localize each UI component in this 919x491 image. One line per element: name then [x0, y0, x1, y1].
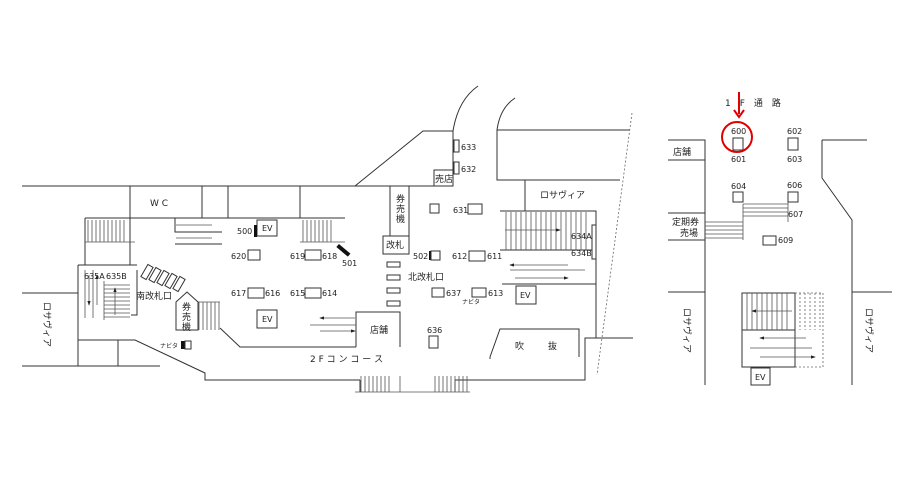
- atrium-label-2: 抜: [548, 340, 557, 352]
- spot-609[interactable]: 609: [778, 236, 793, 245]
- wc-label: W C: [150, 199, 168, 209]
- ev-label: EV: [262, 315, 273, 324]
- shop-label-1f: 店舗: [673, 146, 691, 158]
- spot-632[interactable]: 632: [461, 165, 476, 174]
- spot-635A[interactable]: 635A: [84, 272, 105, 281]
- gate-label: 改札: [386, 239, 404, 251]
- spot-604[interactable]: 604: [731, 182, 746, 191]
- ticket-machine-south: [175, 291, 199, 331]
- spot-636[interactable]: 636: [427, 326, 442, 335]
- spot-numbers: 500 501 502 620 619 618 617 616 615 614 …: [84, 127, 803, 335]
- ticket-machine-label-north: 券売機: [394, 193, 405, 224]
- commuter-pass-label-2: 売場: [680, 227, 698, 239]
- north-gate-label: 北改札口: [408, 271, 444, 283]
- highlight-marker-600: [721, 92, 753, 153]
- spot-603[interactable]: 603: [787, 155, 802, 164]
- rosavia-label-1f-right: ロサヴィア: [863, 308, 875, 353]
- spot-633[interactable]: 633: [461, 143, 476, 152]
- escalator-arrows: [87, 228, 585, 333]
- spot-607[interactable]: 607: [788, 210, 803, 219]
- elevators: EV EV EV EV: [256, 219, 771, 386]
- spot-634B[interactable]: 634B: [571, 249, 592, 258]
- spot-500[interactable]: 500: [237, 227, 252, 236]
- south-ticket-gates[interactable]: [140, 263, 186, 293]
- passage-1f-walls: [668, 137, 892, 385]
- ev-label: EV: [262, 224, 273, 233]
- spot-620[interactable]: 620: [231, 252, 246, 261]
- ev-label: EV: [520, 291, 531, 300]
- spot-637[interactable]: 637: [446, 289, 461, 298]
- spot-602[interactable]: 602: [787, 127, 802, 136]
- spot-502[interactable]: 502: [413, 252, 428, 261]
- spot-618[interactable]: 618: [322, 252, 337, 261]
- south-gate-label: 南改札口: [136, 290, 172, 302]
- map-labels: W C 南改札口 北改札口 改札 売店 店舗 店舗 ロサヴィア 2 F コ ン …: [41, 97, 875, 365]
- concourse-label: 2 F コ ン コ ー ス: [310, 355, 383, 365]
- kiosk-label: 売店: [435, 173, 453, 185]
- commuter-pass-label: 定期券: [672, 216, 699, 228]
- spot-614[interactable]: 614: [322, 289, 337, 298]
- north-ticket-gates[interactable]: [386, 261, 401, 307]
- spot-619[interactable]: 619: [290, 252, 305, 261]
- rosavia-label-left: ロサヴィア: [41, 302, 53, 347]
- spot-613[interactable]: 613: [488, 289, 503, 298]
- stairs: [84, 212, 587, 393]
- rosavia-label: ロサヴィア: [540, 189, 585, 201]
- rosavia-label-1f-left: ロサヴィア: [681, 308, 693, 353]
- spot-606[interactable]: 606: [787, 181, 802, 190]
- navita-label: ナビタ: [160, 342, 178, 350]
- spot-501[interactable]: 501: [342, 259, 357, 268]
- ticket-machine-char: 売: [182, 311, 191, 323]
- spot-617[interactable]: 617: [231, 289, 246, 298]
- spot-611[interactable]: 611: [487, 252, 502, 261]
- spot-631[interactable]: 631: [453, 206, 468, 215]
- passage-1f-label: 1 F 通 路: [725, 97, 781, 109]
- spot-612[interactable]: 612: [452, 252, 467, 261]
- atrium-label-1: 吹: [515, 340, 524, 352]
- shop-label: 店舗: [370, 324, 388, 336]
- spot-634A[interactable]: 634A: [571, 232, 592, 241]
- gate-booth: [382, 235, 410, 255]
- spot-601[interactable]: 601: [731, 155, 746, 164]
- locker-spots[interactable]: [181, 139, 597, 350]
- spot-635B[interactable]: 635B: [106, 272, 127, 281]
- navita-label: ナビタ: [462, 298, 480, 306]
- spot-600[interactable]: 600: [731, 127, 746, 136]
- spot-615[interactable]: 615: [290, 289, 305, 298]
- ticket-machine-char: 機: [182, 321, 191, 333]
- ticket-machine-char: 券: [182, 301, 191, 313]
- spot-616[interactable]: 616: [265, 289, 280, 298]
- ev-label: EV: [755, 373, 766, 382]
